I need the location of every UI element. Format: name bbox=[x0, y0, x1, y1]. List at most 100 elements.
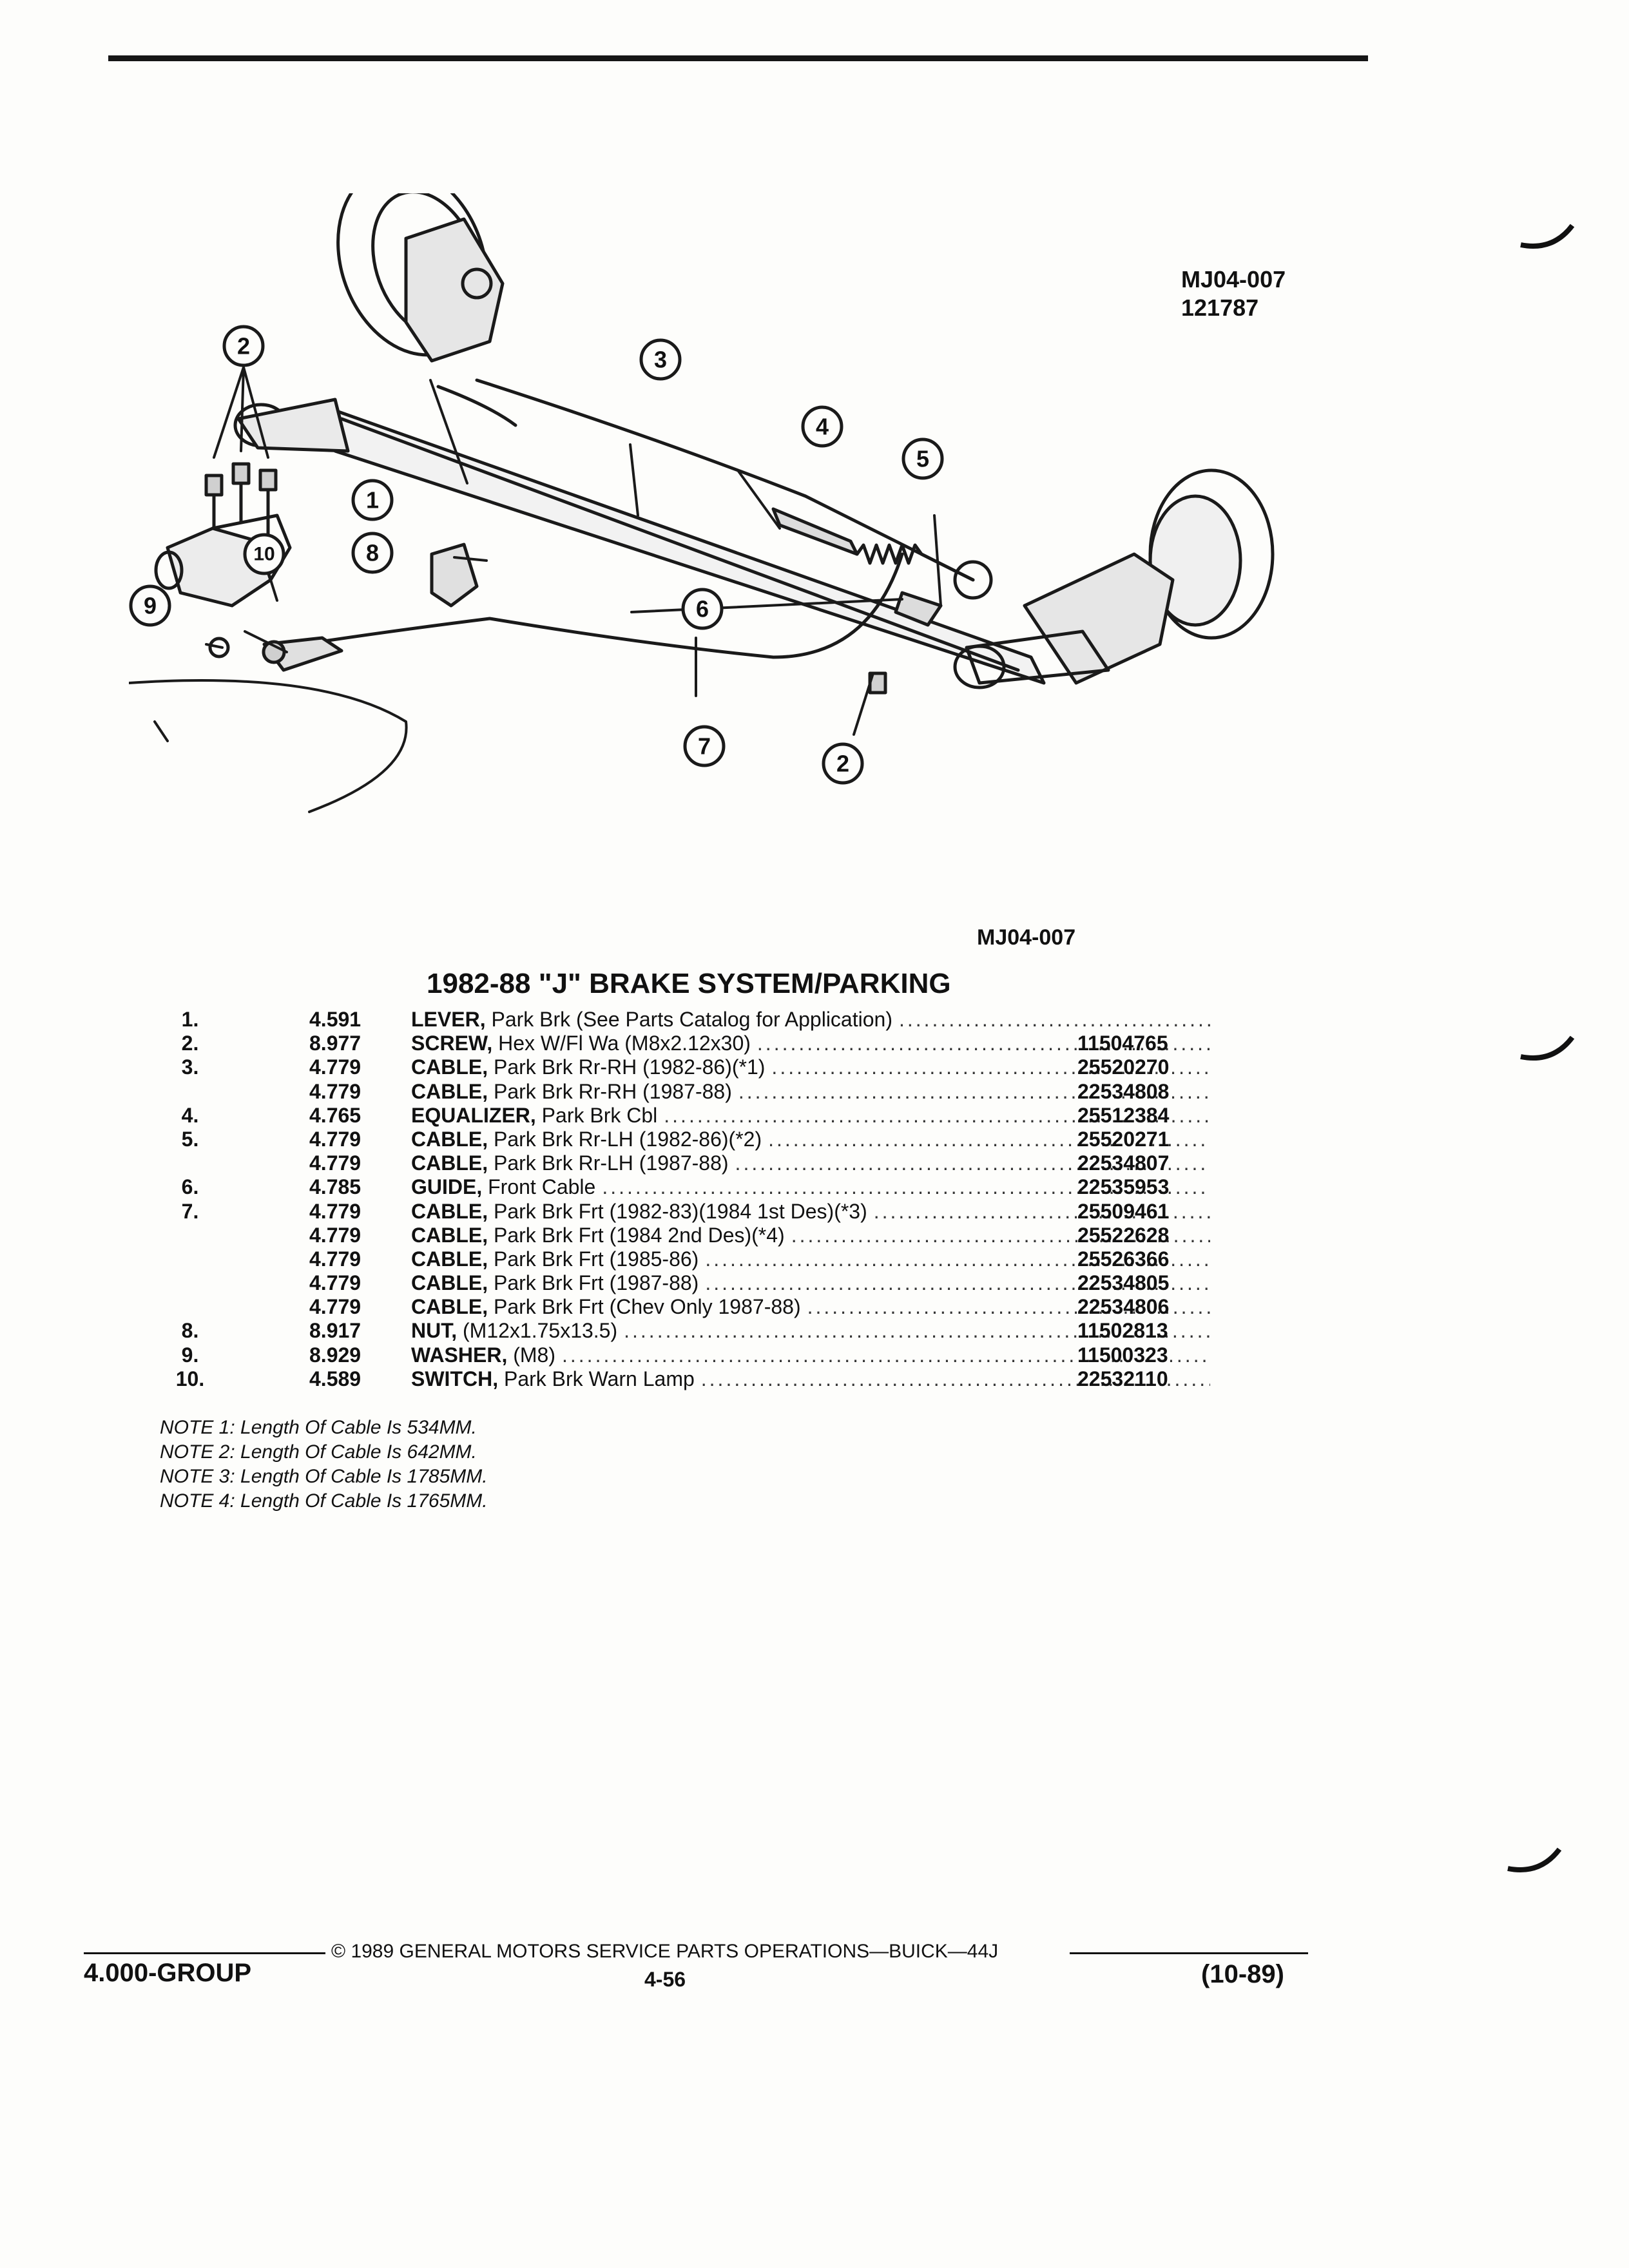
callout-3: 3 bbox=[654, 347, 667, 373]
note-4: NOTE 4: Length Of Cable Is 1765MM. bbox=[160, 1490, 488, 1512]
margin-tick-3 bbox=[1507, 1847, 1562, 1872]
part-number: 11504765 bbox=[1077, 1032, 1168, 1055]
part-row: 4.779 CABLE, Park Brk Rr-LH (1987-88)....… bbox=[155, 1151, 1211, 1175]
part-group: 4.765 bbox=[309, 1103, 361, 1127]
part-group: 4.779 bbox=[309, 1271, 361, 1295]
leader-dots: ........................................… bbox=[664, 1103, 1210, 1127]
part-number: 25520271 bbox=[1077, 1127, 1170, 1151]
leader-dots: ........................................… bbox=[705, 1247, 1210, 1271]
part-detail: Park Brk Rr-RH (1987-88) bbox=[494, 1079, 732, 1103]
leader-dots: ........................................… bbox=[768, 1127, 1210, 1151]
part-number: 22532110 bbox=[1077, 1367, 1168, 1390]
part-description: LEVER, Park Brk (See Parts Catalog for A… bbox=[411, 1008, 1210, 1032]
footer-date: (10-89) bbox=[1201, 1960, 1284, 1988]
part-group: 8.917 bbox=[309, 1319, 361, 1343]
part-index: 9. bbox=[181, 1343, 199, 1367]
part-number: 25509461 bbox=[1077, 1199, 1170, 1223]
callout-2-rear: 2 bbox=[836, 751, 849, 777]
lever-bolts bbox=[204, 462, 278, 537]
figure-id-line-1: MJ04-007 bbox=[1181, 266, 1286, 293]
part-number: 22535953 bbox=[1077, 1175, 1170, 1199]
part-name: CABLE, bbox=[411, 1295, 488, 1319]
part-row: 5. 4.779 CABLE, Park Brk Rr-LH (1982-86)(*… bbox=[155, 1128, 1211, 1151]
leader-dots: ........................................… bbox=[791, 1223, 1210, 1247]
part-description: CABLE, Park Brk Rr-LH (1982-86)(*2).....… bbox=[411, 1128, 1210, 1151]
part-group: 4.779 bbox=[309, 1127, 361, 1151]
footer-rule-right bbox=[1070, 1952, 1308, 1954]
figure-reference: MJ04-007 bbox=[977, 925, 1076, 950]
part-description: WASHER, (M8)............................… bbox=[411, 1343, 1210, 1367]
cable-rr-rh bbox=[475, 378, 975, 582]
part-index: 8. bbox=[181, 1319, 199, 1343]
parking-brake-diagram: 1 2 3 4 5 6 7 8 9 10 2 bbox=[129, 193, 1289, 857]
part-name: CABLE, bbox=[411, 1247, 488, 1271]
leader-dots: ........................................… bbox=[562, 1343, 1210, 1367]
leader-lines bbox=[205, 366, 942, 736]
part-number: 25526366 bbox=[1077, 1247, 1170, 1271]
notes: NOTE 1: Length Of Cable Is 534MM. NOTE 2… bbox=[160, 1416, 488, 1514]
margin-tick-1 bbox=[1520, 224, 1575, 249]
part-name: CABLE, bbox=[411, 1271, 488, 1295]
part-index: 2. bbox=[181, 1032, 199, 1055]
part-name: GUIDE, bbox=[411, 1175, 483, 1199]
part-detail: Park Brk Frt (Chev Only 1987-88) bbox=[494, 1295, 801, 1319]
leader-dots: ........................................… bbox=[738, 1079, 1210, 1103]
floor-pan bbox=[129, 679, 408, 813]
part-description: CABLE, Park Brk Frt (1984 2nd Des)(*4)..… bbox=[411, 1224, 1210, 1247]
part-group: 8.929 bbox=[309, 1343, 361, 1367]
part-detail: Park Brk Warn Lamp bbox=[503, 1367, 695, 1390]
part-number: 11500323 bbox=[1077, 1343, 1168, 1367]
part-detail: Park Brk Frt (1985-86) bbox=[494, 1247, 699, 1271]
footer-rule-left bbox=[84, 1952, 325, 1954]
part-name: CABLE, bbox=[411, 1223, 488, 1247]
callout-5: 5 bbox=[916, 446, 929, 472]
warn-lamp-switch bbox=[430, 543, 479, 608]
part-index: 5. bbox=[181, 1127, 199, 1151]
part-group: 4.779 bbox=[309, 1199, 361, 1223]
part-description: CABLE, Park Brk Frt (1982-83)(1984 1st D… bbox=[411, 1200, 1210, 1224]
part-number: 22534806 bbox=[1077, 1295, 1170, 1319]
part-index: 7. bbox=[181, 1199, 199, 1223]
washer bbox=[208, 637, 230, 658]
part-index: 4. bbox=[181, 1103, 199, 1127]
callout-8: 8 bbox=[366, 540, 379, 566]
part-row: 4. 4.765 EQUALIZER, Park Brk Cbl..........… bbox=[155, 1104, 1211, 1128]
part-detail: Park Brk Rr-LH (1982-86)(*2) bbox=[494, 1127, 762, 1151]
part-detail: (M8) bbox=[513, 1343, 555, 1367]
part-description: CABLE, Park Brk Rr-LH (1987-88).........… bbox=[411, 1151, 1210, 1175]
part-name: LEVER, bbox=[411, 1008, 486, 1031]
footer-page-number: 4-56 bbox=[644, 1968, 686, 1991]
figure-id-line-2: 121787 bbox=[1181, 294, 1259, 321]
part-name: EQUALIZER, bbox=[411, 1103, 536, 1127]
callout-1: 1 bbox=[366, 487, 379, 514]
front-cable bbox=[301, 552, 904, 659]
part-index: 3. bbox=[181, 1055, 199, 1079]
leader-dots: ........................................… bbox=[771, 1055, 1210, 1079]
part-group: 4.779 bbox=[309, 1151, 361, 1175]
callout-10: 10 bbox=[253, 544, 275, 565]
part-index: 10. bbox=[175, 1367, 205, 1390]
part-group: 4.779 bbox=[309, 1079, 361, 1103]
leader-dots: ........................................… bbox=[705, 1271, 1210, 1295]
part-detail: Park Brk (See Parts Catalog for Applicat… bbox=[491, 1008, 892, 1031]
rear-axle-beam bbox=[233, 398, 1046, 685]
figure-id: MJ04-007 121787 bbox=[1181, 265, 1286, 322]
leader-dots: ........................................… bbox=[757, 1032, 1210, 1055]
callout-6: 6 bbox=[696, 596, 709, 622]
part-description: CABLE, Park Brk Frt (1985-86)...........… bbox=[411, 1247, 1210, 1271]
right-brake-drum bbox=[953, 468, 1275, 689]
part-detail: Park Brk Frt (1984 2nd Des)(*4) bbox=[494, 1223, 785, 1247]
leader-dots: ........................................… bbox=[807, 1295, 1210, 1319]
part-description: CABLE, Park Brk Frt (1987-88)...........… bbox=[411, 1271, 1210, 1295]
part-number: 25522628 bbox=[1077, 1223, 1170, 1247]
part-description: EQUALIZER, Park Brk Cbl.................… bbox=[411, 1104, 1210, 1128]
part-group: 4.779 bbox=[309, 1247, 361, 1271]
callout-4: 4 bbox=[816, 414, 829, 440]
left-brake-drum bbox=[336, 193, 517, 427]
footer-copyright: © 1989 GENERAL MOTORS SERVICE PARTS OPER… bbox=[331, 1941, 999, 1962]
